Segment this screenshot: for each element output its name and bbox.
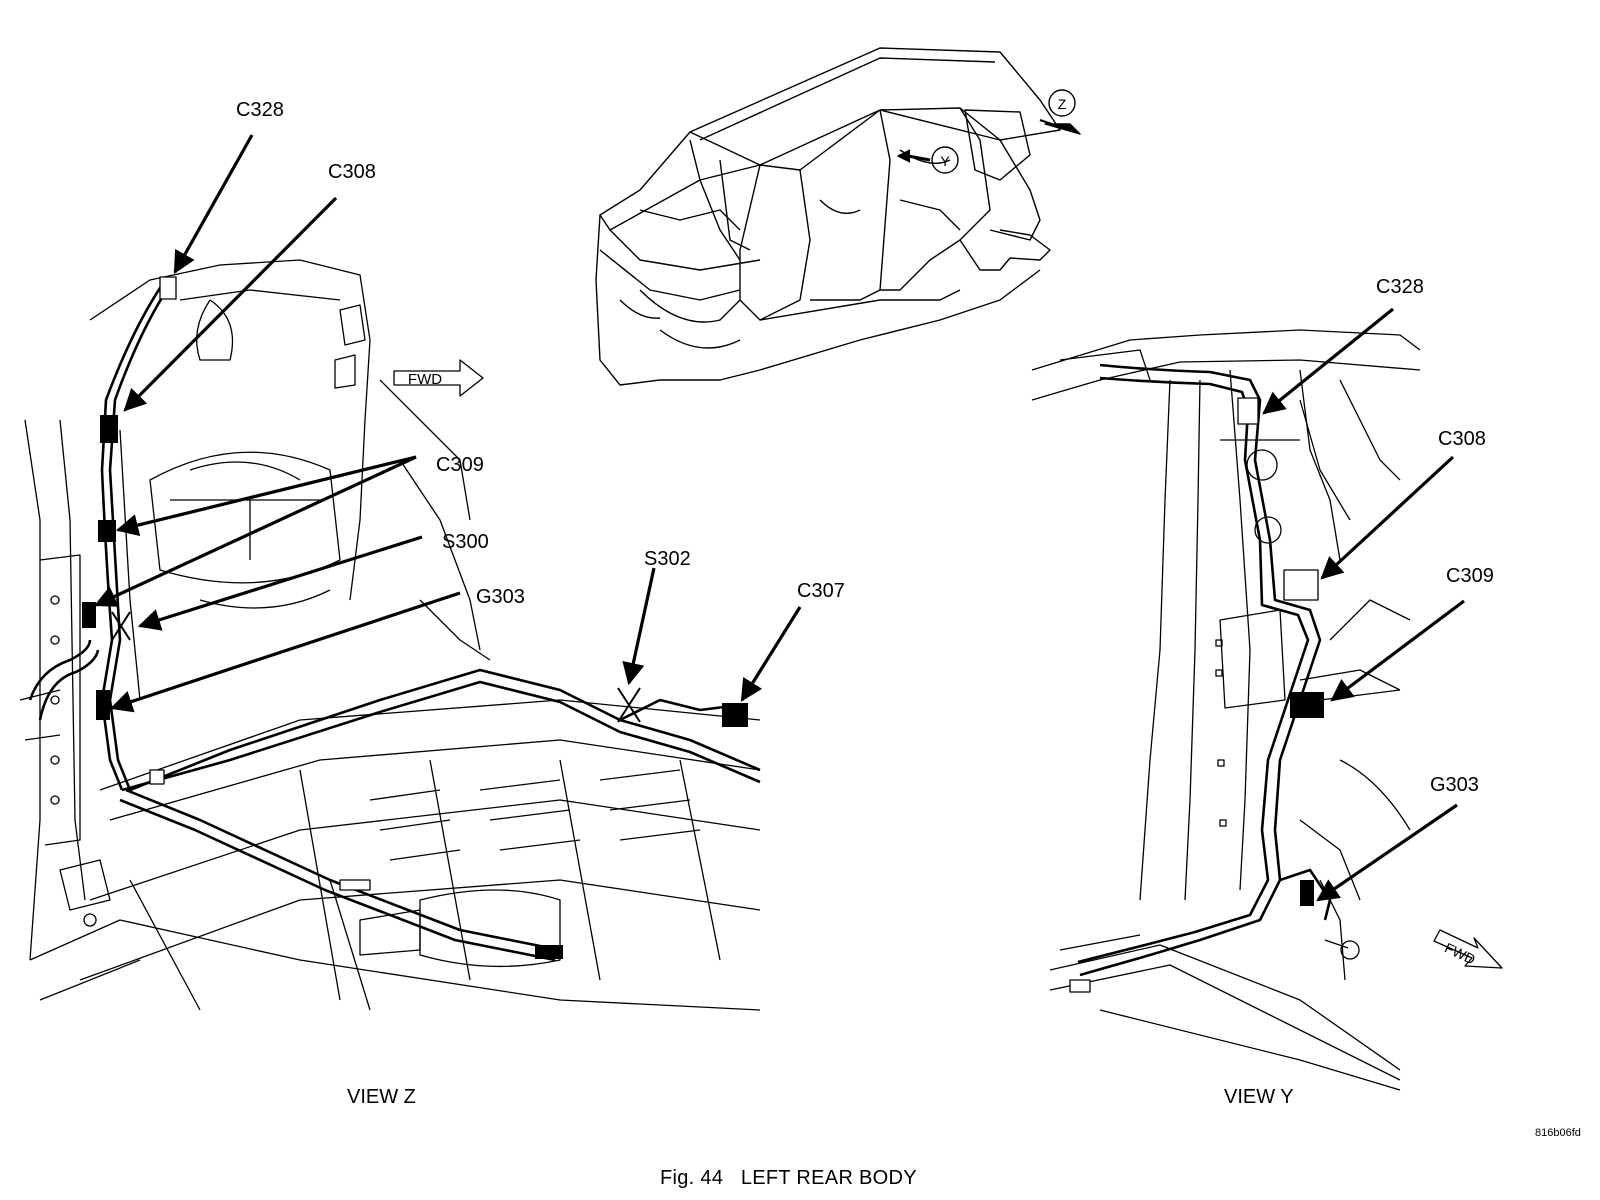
view-y-callout-g303: G303 (1430, 774, 1479, 796)
overview-marker-z-label: Z (1058, 96, 1067, 112)
view-z-callout-c328: C328 (236, 99, 284, 121)
view-z-callout-g303: G303 (476, 586, 525, 608)
view-y-illustration: FWD (1031, 307, 1503, 1091)
figure-title: LEFT REAR BODY (740, 1167, 917, 1189)
vehicle-overview-illustration: Y Z (595, 47, 1081, 386)
view-y-fwd-label: FWD (1442, 939, 1478, 967)
image-code: 816b06fd (1535, 1127, 1581, 1139)
view-z-callout-s302: S302 (644, 548, 691, 570)
figure-caption: Fig. 44 LEFT REAR BODY (660, 1167, 917, 1190)
view-y-title: VIEW Y (1224, 1086, 1294, 1108)
overview-marker-y-label: Y (940, 153, 950, 169)
view-z-title: VIEW Z (347, 1086, 416, 1108)
view-y-callout-c328: C328 (1376, 276, 1424, 298)
view-z-callout-s300: S300 (442, 531, 489, 553)
view-y-callout-c309: C309 (1446, 565, 1494, 587)
view-z-callout-c308: C308 (328, 161, 376, 183)
view-z-callout-c307: C307 (797, 580, 845, 602)
view-y-callout-c308: C308 (1438, 428, 1486, 450)
view-z-callout-c309: C309 (436, 454, 484, 476)
figure-number: Fig. 44 (660, 1167, 724, 1189)
view-z-fwd-label: FWD (408, 371, 442, 388)
view-z-illustration: FWD (19, 134, 802, 1011)
